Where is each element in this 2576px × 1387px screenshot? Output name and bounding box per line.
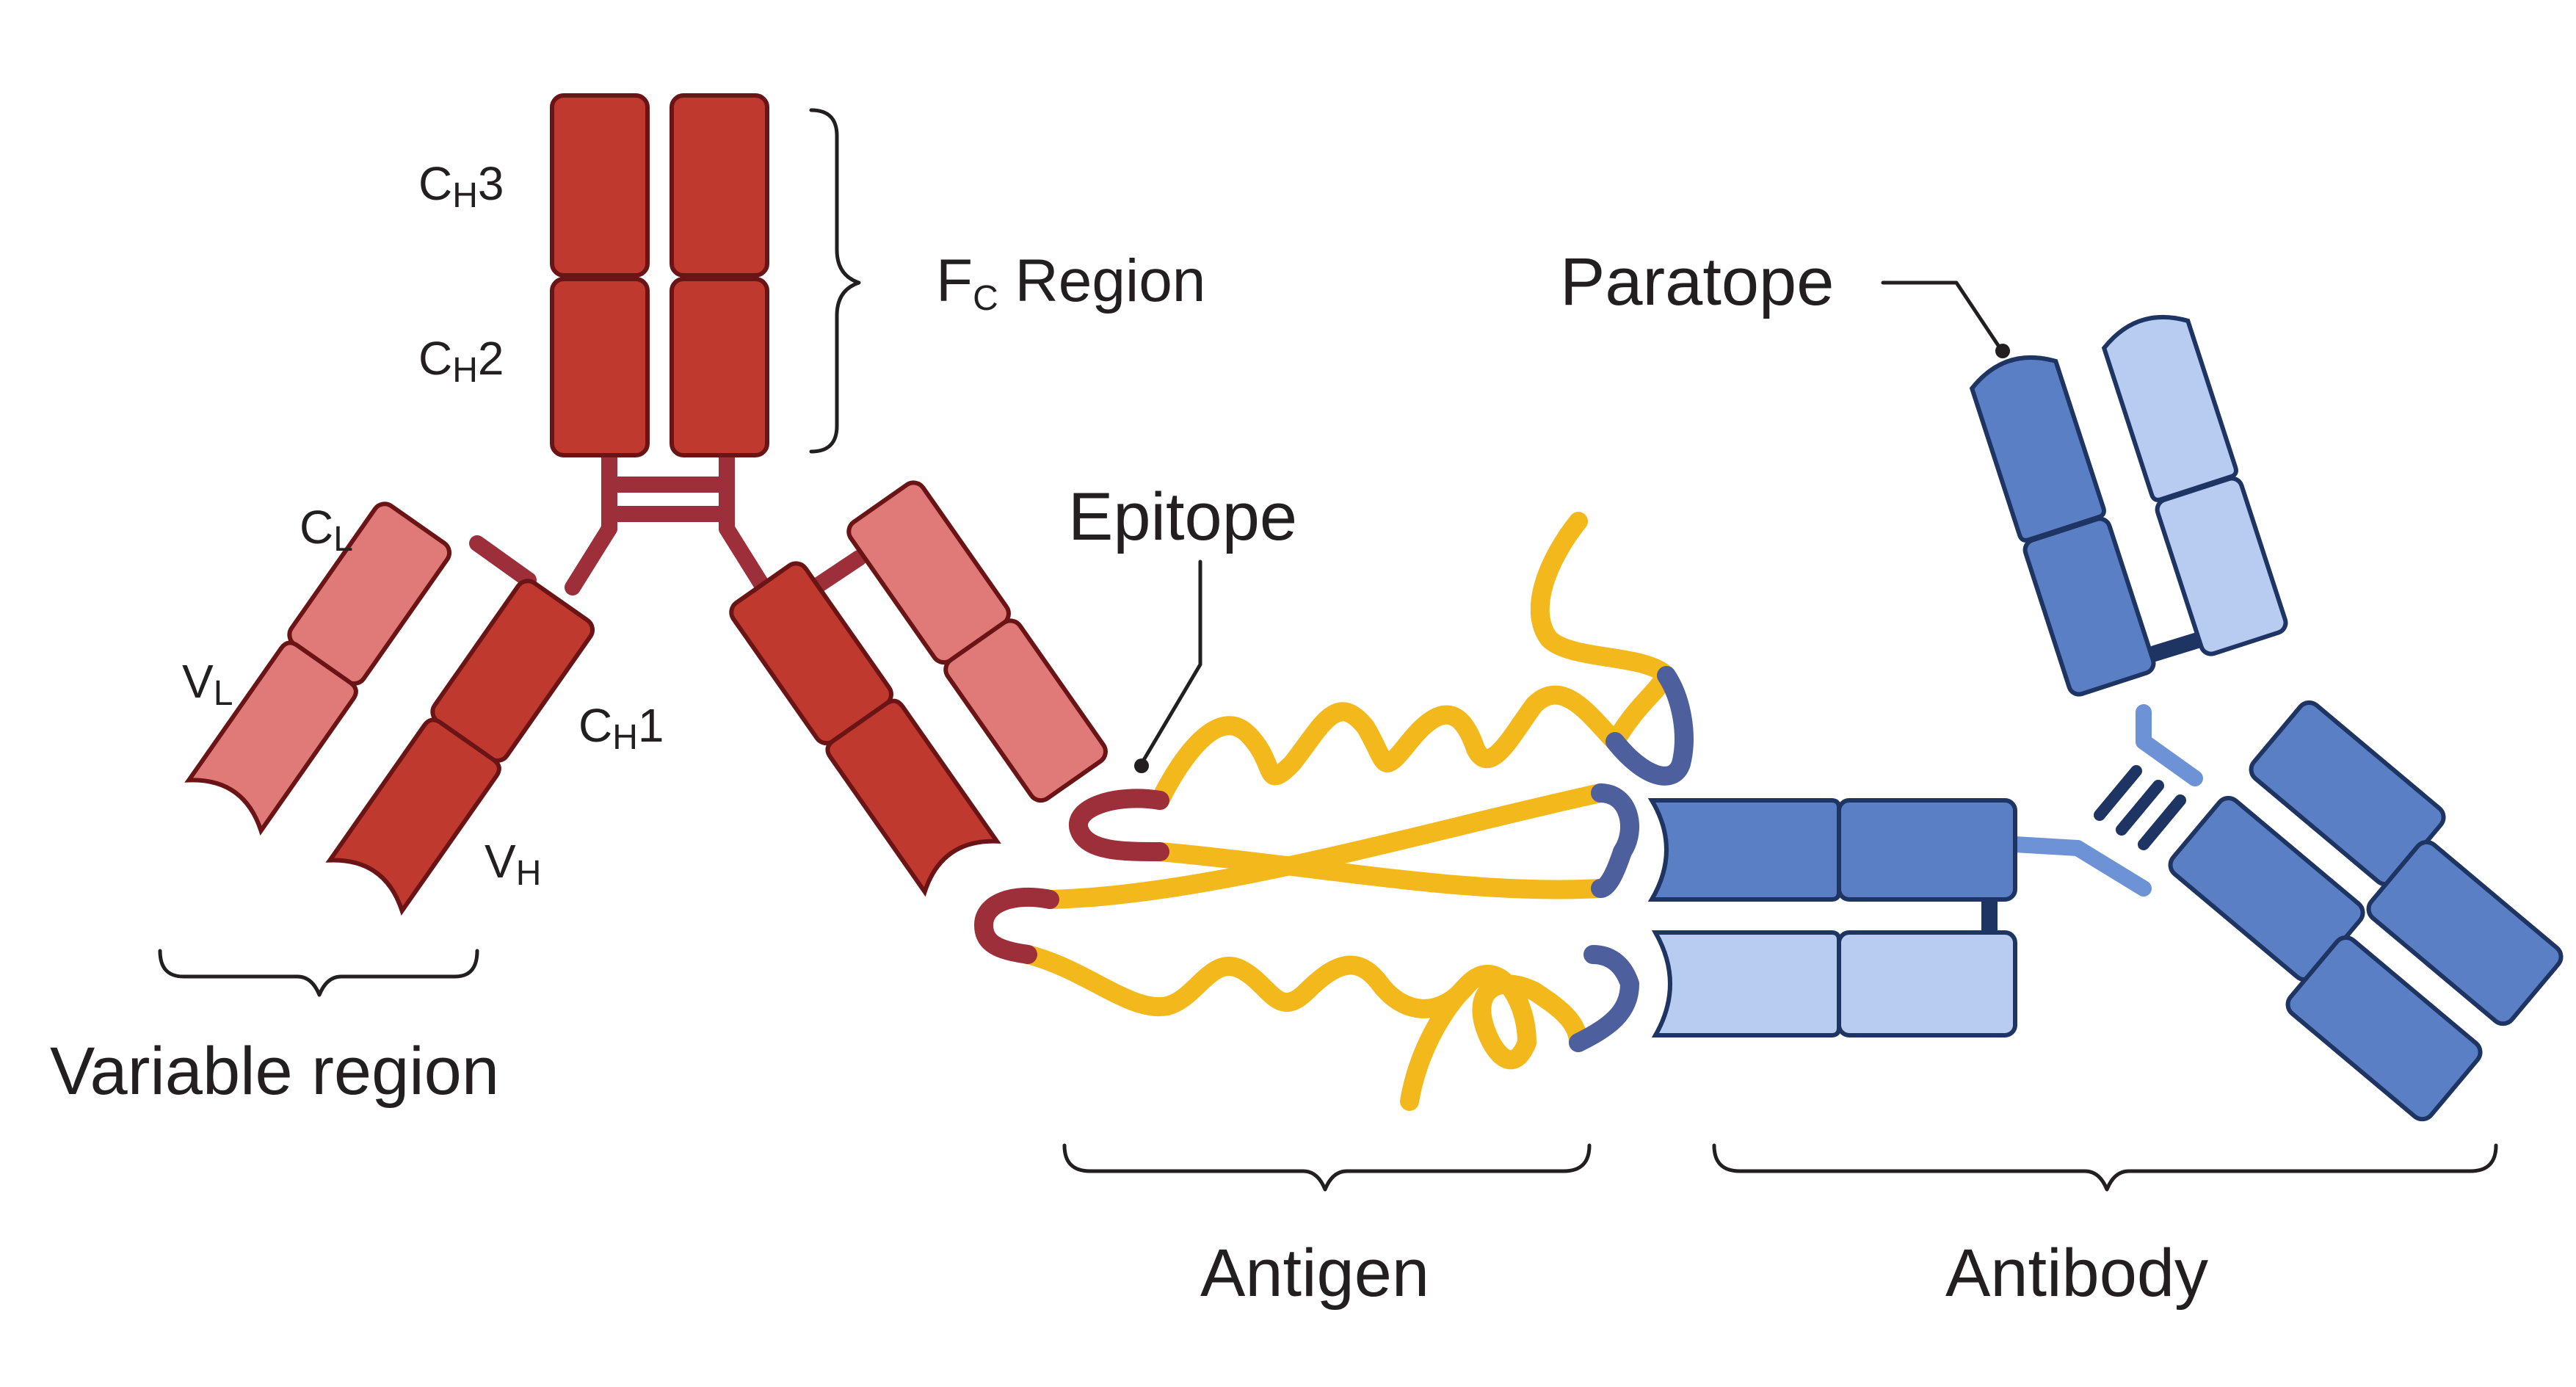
vl-domain-left: [184, 640, 358, 836]
antibody-brace: [1712, 1143, 2498, 1192]
epitope-leader-line: [1139, 559, 1202, 766]
vl-domain-right: [943, 618, 1108, 803]
red-hinge: [469, 447, 867, 595]
contact-segment-1: [1606, 666, 1694, 786]
blue-antibody: [1647, 314, 2564, 1122]
blue-vl-horizontal: [1651, 930, 1841, 1037]
ch2-right: [670, 277, 769, 457]
vl-label: VL: [182, 655, 233, 713]
paratope-leader-dot: [1995, 344, 2010, 358]
blue-hinge: [1981, 631, 2210, 941]
antigen-strand-top: [1150, 685, 1625, 810]
antigen-strand-bottom: [1018, 945, 1588, 1070]
blue-horizontal-fab: [1647, 798, 2017, 1037]
vh-domain-right: [825, 698, 1001, 897]
blue-upper-fab: [1969, 314, 2288, 697]
paratope-leader-line: [1881, 280, 2003, 351]
antigen-strand-cross-1: [1150, 842, 1610, 899]
ch3-left: [550, 93, 650, 278]
variable-region-brace: [158, 949, 479, 997]
ch1-label: CH1: [578, 699, 664, 757]
contact-segment-2: [1591, 783, 1639, 898]
blue-ch1-upper: [2022, 516, 2156, 697]
variable-region-label: Variable region: [50, 1034, 499, 1109]
vh-label: VH: [485, 835, 541, 893]
blue-vl-upper: [2101, 314, 2238, 502]
cl-label: CL: [300, 501, 353, 559]
ch2-left: [550, 277, 650, 457]
blue-ch3-b: [2285, 935, 2483, 1122]
red-antibody: [184, 93, 1108, 916]
antigen-strand-upper-tail: [1530, 512, 1676, 751]
antigen-label: Antigen: [1200, 1236, 1429, 1311]
fc-stem: [550, 93, 769, 457]
right-fab-arm: [729, 480, 1108, 897]
ch3-label: CH3: [418, 157, 504, 215]
antigen-brace: [1062, 1143, 1592, 1192]
ch3-right: [670, 93, 769, 278]
epitope-segment-top: [1069, 789, 1169, 861]
fc-region-brace: [809, 108, 861, 454]
epitope-leader-dot: [1134, 758, 1149, 773]
blue-ch3-a: [2366, 839, 2564, 1026]
epitope-label: Epitope: [1068, 479, 1297, 554]
vh-domain-left: [325, 717, 501, 916]
fc-region-label: FC Region: [936, 247, 1205, 318]
blue-ch1-horizontal: [1837, 798, 2017, 902]
ch2-label: CH2: [418, 332, 504, 390]
paratope-label: Paratope: [1560, 245, 1834, 319]
antibody-label: Antibody: [1945, 1236, 2208, 1311]
left-fab-arm: [184, 501, 595, 916]
contact-segment-3: [1569, 945, 1639, 1052]
blue-cl-horizontal: [1837, 930, 2017, 1037]
blue-vh-horizontal: [1647, 798, 1841, 902]
blue-fc-stem: [2168, 700, 2564, 1122]
blue-cl-upper: [2155, 476, 2288, 656]
epitope-segment-bottom: [974, 888, 1059, 964]
blue-vh-upper: [1969, 355, 2106, 543]
antigen-strand-tail: [1400, 974, 1478, 1111]
antigen-strand-cross-2: [1040, 783, 1610, 909]
antigen-chain: [974, 512, 1694, 1111]
